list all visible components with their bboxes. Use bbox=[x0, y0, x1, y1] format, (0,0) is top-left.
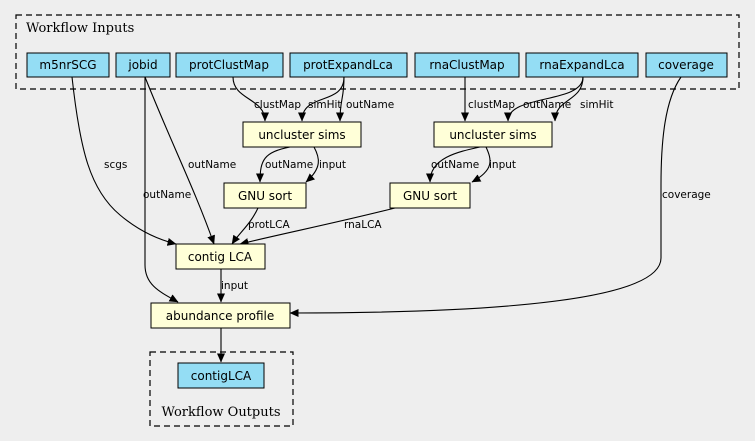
edge-label-protlca: protLCA bbox=[248, 219, 290, 231]
workflow-inputs-label: Workflow Inputs bbox=[26, 21, 134, 36]
node-label: contigLCA bbox=[191, 369, 252, 383]
edge-label-outname-abundance: outName bbox=[143, 189, 191, 201]
edge-label-outname-lca: outName bbox=[188, 159, 236, 171]
edge-label-clustmap-rna: clustMap bbox=[468, 99, 515, 111]
edge-coverage-abundance bbox=[289, 76, 682, 317]
edge-sort-prot-contig-lca bbox=[231, 207, 259, 245]
edges bbox=[71, 76, 682, 363]
edge-label-input-uncluster-prot: input bbox=[319, 159, 346, 171]
node-box bbox=[414, 52, 520, 78]
edge-label-simhit-prot: simHit bbox=[308, 99, 342, 111]
node-label: m5nrSCG bbox=[39, 58, 96, 72]
node-label: jobid bbox=[127, 58, 157, 72]
node-box bbox=[177, 362, 265, 389]
edge-label-outname-prot: outName bbox=[346, 99, 394, 111]
node-box bbox=[223, 182, 307, 209]
workflow-outputs-label: Workflow Outputs bbox=[162, 405, 281, 420]
edge-label-outname-uncluster-rna: outName bbox=[431, 159, 479, 171]
edge-jobid-contig-lca bbox=[144, 76, 215, 245]
node-box bbox=[389, 182, 471, 209]
node-box bbox=[242, 121, 362, 148]
node-box bbox=[289, 52, 408, 78]
node-label: protClustMap bbox=[189, 58, 269, 72]
input-node-rnaExpandLca[interactable]: rnaExpandLca bbox=[525, 52, 639, 78]
node-box bbox=[26, 52, 110, 78]
edge-sort-rna-contig-lca bbox=[239, 207, 396, 246]
node-label: protExpandLca bbox=[303, 58, 393, 72]
step-node-gnu-sort-prot[interactable]: GNU sort bbox=[223, 182, 307, 209]
edge-label-input-abundance: input bbox=[221, 280, 248, 292]
edge-label-simhit-rna: simHit bbox=[580, 99, 614, 111]
node-label: rnaExpandLca bbox=[539, 58, 624, 72]
edge-label-clustmap-prot: clustMap bbox=[254, 99, 301, 111]
step-nodes: uncluster sims uncluster sims GNU sort G… bbox=[150, 121, 553, 329]
edge-label-scgs: scgs bbox=[104, 159, 127, 171]
node-box bbox=[525, 52, 639, 78]
edge-labels: clustMap simHit outName clustMap outName… bbox=[104, 99, 711, 292]
node-label: uncluster sims bbox=[449, 128, 536, 142]
edge-rnaExpandLca-simhit bbox=[551, 76, 584, 122]
edge-label-outname-uncluster-prot: outName bbox=[265, 159, 313, 171]
edge-rnaExpandLca-outname bbox=[504, 76, 584, 122]
node-label: contig LCA bbox=[188, 250, 253, 264]
node-label: coverage bbox=[658, 58, 714, 72]
edge-label-input-uncluster-rna: input bbox=[489, 159, 516, 171]
node-box bbox=[645, 52, 728, 78]
node-label: uncluster sims bbox=[258, 128, 345, 142]
output-nodes: contigLCA bbox=[177, 362, 265, 389]
step-node-uncluster-sims-rna[interactable]: uncluster sims bbox=[433, 121, 553, 148]
input-node-jobid[interactable]: jobid bbox=[115, 52, 171, 78]
node-label: GNU sort bbox=[238, 189, 292, 203]
input-node-m5nrSCG[interactable]: m5nrSCG bbox=[26, 52, 110, 78]
edge-label-outname-rna: outName bbox=[523, 99, 571, 111]
input-node-rnaClustMap[interactable]: rnaClustMap bbox=[414, 52, 520, 78]
edge-label-rnalca: rnaLCA bbox=[344, 219, 382, 231]
output-node-contigLCA[interactable]: contigLCA bbox=[177, 362, 265, 389]
node-box bbox=[433, 121, 553, 148]
node-box bbox=[175, 243, 266, 270]
node-label: rnaClustMap bbox=[429, 58, 504, 72]
workflow-inputs-cluster: Workflow Inputs bbox=[15, 14, 740, 90]
input-node-coverage[interactable]: coverage bbox=[645, 52, 728, 78]
edge-label-coverage: coverage bbox=[662, 189, 711, 201]
step-node-gnu-sort-rna[interactable]: GNU sort bbox=[389, 182, 471, 209]
node-box bbox=[175, 52, 284, 78]
edge-uncluster-rna-sort-outname bbox=[426, 146, 481, 183]
input-nodes: m5nrSCG jobid protClustMap protExpandLca… bbox=[26, 52, 728, 78]
edge-protExpandLca-simhit bbox=[298, 76, 345, 122]
step-node-abundance-profile[interactable]: abundance profile bbox=[150, 302, 291, 329]
node-label: GNU sort bbox=[403, 189, 457, 203]
edge-uncluster-rna-sort-input bbox=[471, 146, 491, 183]
edge-jobid-abundance bbox=[144, 77, 179, 303]
node-box bbox=[150, 302, 291, 329]
node-label: abundance profile bbox=[166, 309, 274, 323]
step-node-uncluster-sims-prot[interactable]: uncluster sims bbox=[242, 121, 362, 148]
node-box bbox=[115, 52, 171, 78]
input-node-protExpandLca[interactable]: protExpandLca bbox=[289, 52, 408, 78]
edge-uncluster-prot-sort-outname bbox=[256, 146, 291, 183]
edge-uncluster-prot-sort-input bbox=[305, 146, 319, 183]
edge-protExpandLca-outname bbox=[336, 76, 345, 122]
edge-protClustMap-uncluster bbox=[232, 76, 269, 122]
step-node-contig-lca[interactable]: contig LCA bbox=[175, 243, 266, 270]
edge-m5nrSCG-contig-lca bbox=[71, 76, 177, 246]
input-node-protClustMap[interactable]: protClustMap bbox=[175, 52, 284, 78]
